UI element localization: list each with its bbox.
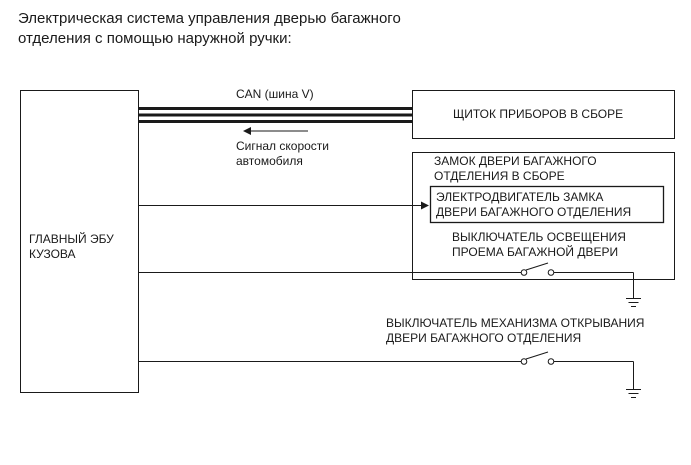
instrument-panel-box bbox=[412, 90, 675, 139]
diagram-title-line-2: отделения с помощью наружной ручки: bbox=[18, 30, 292, 47]
instrument-panel-label: ЩИТОК ПРИБОРОВ В СБОРЕ bbox=[453, 107, 624, 121]
can-bus-label: CAN (шина V) bbox=[236, 87, 314, 101]
main-ecu-label-line-1: ГЛАВНЫЙ ЭБУ bbox=[29, 232, 114, 246]
ground-symbol-1 bbox=[626, 298, 641, 307]
diagram-title-line-1: Электрическая система управления дверью … bbox=[18, 10, 401, 27]
speed-signal-label-line-1: Сигнал скорости bbox=[236, 139, 329, 153]
opener-switch-circuit bbox=[139, 351, 634, 389]
main-ecu-label-line-2: КУЗОВА bbox=[29, 247, 76, 261]
courtesy-switch-label-line-1: ВЫКЛЮЧАТЕЛЬ ОСВЕЩЕНИЯ bbox=[452, 230, 626, 244]
door-lock-label-line-1: ЗАМОК ДВЕРИ БАГАЖНОГО bbox=[434, 154, 597, 168]
can-bus-lines bbox=[139, 107, 412, 123]
speed-signal-label-line-2: автомобиля bbox=[236, 154, 303, 168]
lock-motor-label-line-1: ЭЛЕКТРОДВИГАТЕЛЬ ЗАМКА bbox=[436, 190, 604, 204]
opener-switch-label-line-2: ДВЕРИ БАГАЖНОГО ОТДЕЛЕНИЯ bbox=[386, 331, 582, 345]
lock-motor-label-line-2: ДВЕРИ БАГАЖНОГО ОТДЕЛЕНИЯ bbox=[436, 205, 632, 219]
ground-symbol-2 bbox=[626, 389, 641, 398]
lock-motor-box bbox=[429, 185, 665, 224]
door-lock-assembly-box bbox=[412, 152, 675, 280]
opener-switch-label-line-1: ВЫКЛЮЧАТЕЛЬ МЕХАНИЗМА ОТКРЫВАНИЯ bbox=[386, 316, 645, 330]
courtesy-switch-circuit bbox=[139, 262, 634, 298]
courtesy-switch-label-line-2: ПРОЕМА БАГАЖНОЙ ДВЕРИ bbox=[452, 245, 619, 259]
main-ecu-box bbox=[20, 90, 139, 393]
door-lock-label-line-2: ОТДЕЛЕНИЯ В СБОРЕ bbox=[434, 169, 565, 183]
